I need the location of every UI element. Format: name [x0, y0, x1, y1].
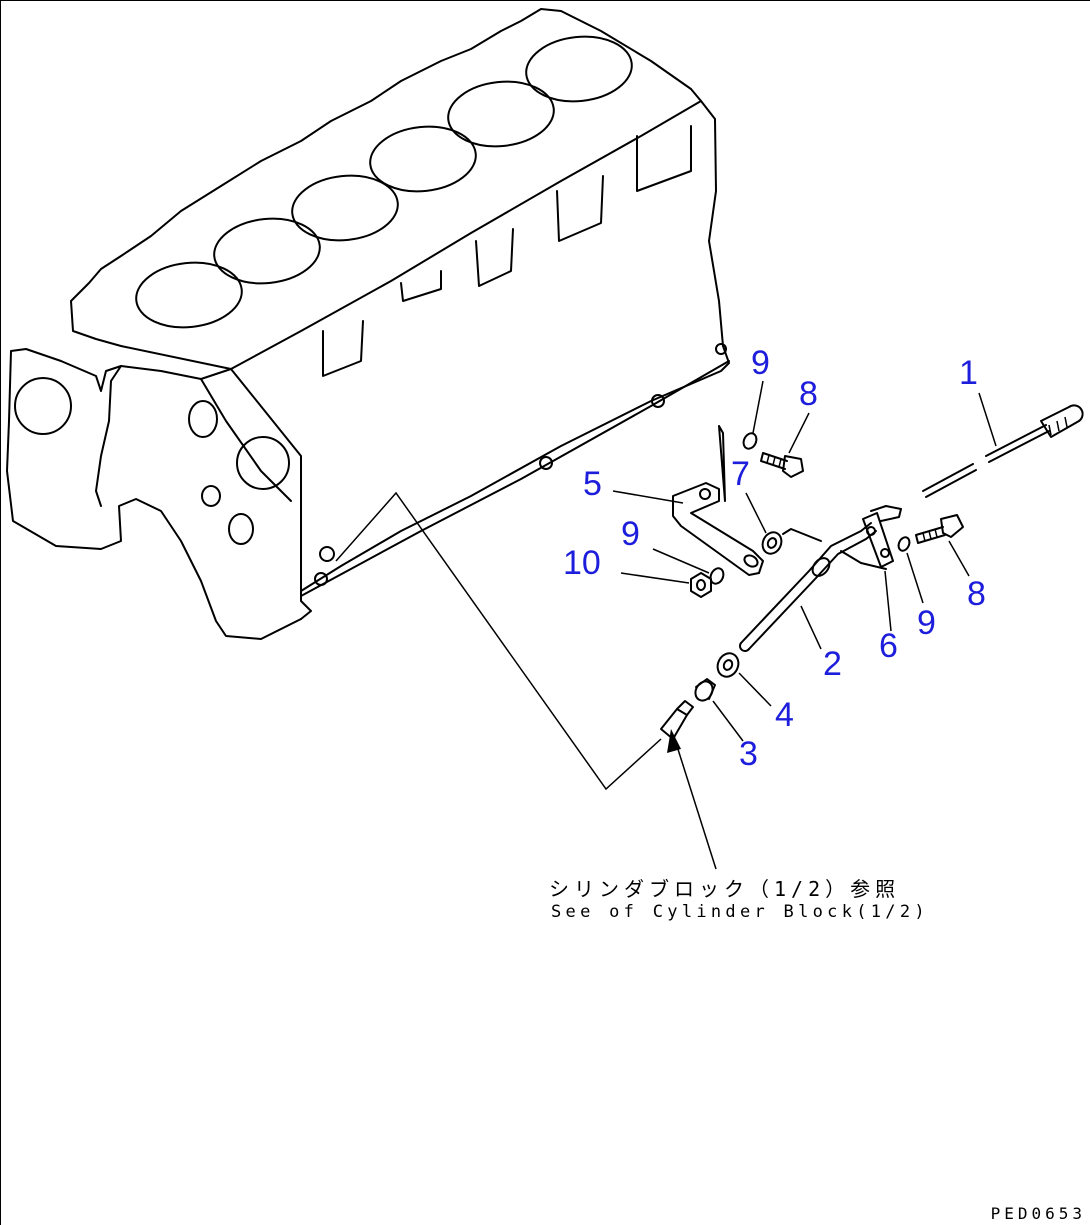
callout-10: 10: [563, 544, 601, 582]
callout-2: 2: [823, 645, 842, 683]
part-6-clip: [862, 512, 894, 568]
cylinder-bore-3: [291, 174, 399, 242]
callout-4: 4: [775, 696, 794, 734]
part-10-nut: [690, 572, 712, 598]
note-arrow-line: [675, 742, 717, 870]
leader-8b: [948, 540, 970, 577]
reference-note-japanese: シリンダブロック（1/2）参照: [549, 877, 901, 901]
block-front-face-detail: [95, 365, 292, 507]
block-top-deck: [70, 8, 702, 370]
leader-10: [620, 572, 690, 584]
leader-9a: [752, 380, 764, 434]
side-window-1: [322, 320, 364, 377]
part-9-washer-middle: [709, 567, 725, 585]
block-plug-2: [314, 572, 328, 586]
part-5-bracket: [672, 425, 764, 576]
block-plug-4: [651, 394, 665, 408]
cylinder-bore-4: [369, 125, 477, 193]
reference-leader: [335, 491, 662, 791]
callout-6: 6: [879, 627, 898, 665]
front-bore-large: [14, 377, 72, 435]
callout-9-upper: 9: [751, 344, 770, 382]
side-window-3: [475, 228, 514, 287]
part-4-washer: [716, 652, 740, 678]
part-3-fitting: [660, 678, 716, 740]
leader-6: [884, 570, 892, 632]
cylinder-block: [6, 8, 730, 640]
block-front-face: [6, 348, 302, 640]
front-boss-1: [188, 400, 218, 438]
block-plug-5: [715, 343, 727, 355]
leader-7: [745, 492, 767, 534]
part-2-guide-tube: [739, 505, 902, 652]
front-boss-3: [201, 485, 221, 507]
part-1-dipstick: [922, 404, 1084, 498]
cylinder-bore-6: [525, 35, 633, 103]
callout-3: 3: [739, 735, 758, 773]
callout-7: 7: [731, 455, 750, 493]
drawing-code: PED0653: [990, 1204, 1086, 1223]
leader-9c: [906, 552, 924, 604]
part-8-bolt-upper: [760, 452, 804, 478]
cylinder-bore-5: [447, 80, 555, 148]
reference-note-english: See of Cylinder Block(1/2): [551, 902, 929, 922]
note-arrow-head: [667, 729, 681, 753]
block-plug-1: [319, 546, 335, 562]
cylinder-bore-2: [213, 217, 321, 285]
callout-8-lower: 8: [967, 575, 986, 613]
front-bore-right: [236, 436, 290, 490]
leader-3: [712, 700, 744, 742]
part-7-washer: [761, 531, 783, 555]
callout-5: 5: [583, 465, 602, 503]
part-9-washer-right: [897, 536, 911, 552]
callout-8-upper: 8: [799, 375, 818, 413]
callout-1: 1: [959, 354, 978, 392]
block-lower-rail: [300, 360, 730, 597]
part-8-bolt-lower: [915, 514, 964, 544]
leader-2: [800, 605, 822, 650]
block-plug-3: [539, 456, 553, 470]
front-boss-2: [228, 513, 254, 545]
leader-8a: [788, 412, 810, 454]
callout-9-right: 9: [917, 604, 936, 642]
leader-1: [978, 392, 997, 447]
leader-4: [738, 672, 772, 707]
part-9-washer-upper: [742, 432, 758, 450]
block-side-edge: [230, 368, 312, 620]
block-rear-face: [300, 100, 730, 592]
side-window-4: [556, 175, 604, 242]
cylinder-bore-1: [135, 261, 243, 329]
side-window-5: [636, 125, 692, 192]
callout-9-middle: 9: [621, 515, 640, 553]
side-window-2: [400, 270, 442, 302]
leader-9b: [652, 548, 710, 574]
leader-5: [612, 490, 684, 504]
